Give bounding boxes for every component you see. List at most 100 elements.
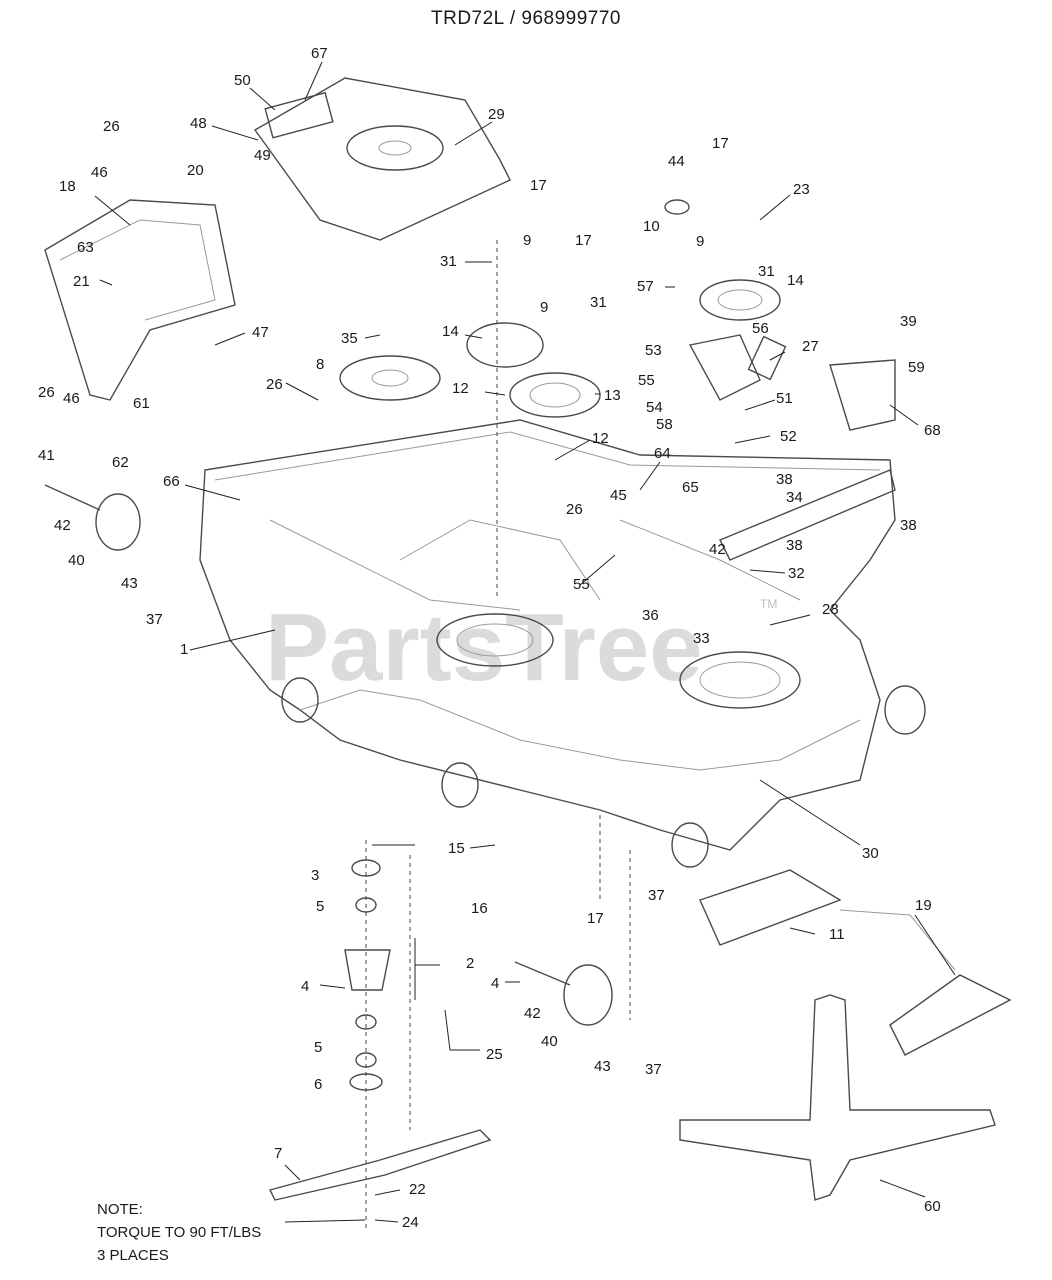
callout: 3 xyxy=(311,867,319,884)
callout: 2 xyxy=(466,955,474,972)
callout: 44 xyxy=(668,153,685,170)
callout: 17 xyxy=(575,232,592,249)
callout: 5 xyxy=(316,898,324,915)
callout: 8 xyxy=(316,356,324,373)
callout: 60 xyxy=(924,1198,941,1215)
callout: 61 xyxy=(133,395,150,412)
callout: 63 xyxy=(77,239,94,256)
callout: 67 xyxy=(311,45,328,62)
callout: 26 xyxy=(566,501,583,518)
callout: 35 xyxy=(341,330,358,347)
callout: 66 xyxy=(163,473,180,490)
callout: 12 xyxy=(452,380,469,397)
callout: 59 xyxy=(908,359,925,376)
callout: 49 xyxy=(254,147,271,164)
callout: 17 xyxy=(587,910,604,927)
callout: 20 xyxy=(187,162,204,179)
note-line: 3 PLACES xyxy=(97,1247,169,1264)
callout: 57 xyxy=(637,278,654,295)
callout: 24 xyxy=(402,1214,419,1231)
callout: 30 xyxy=(862,845,879,862)
callout: 64 xyxy=(654,445,671,462)
callout: 31 xyxy=(440,253,457,270)
torque-note: NOTE: TORQUE TO 90 FT/LBS 3 PLACES xyxy=(97,1198,261,1267)
callout: 38 xyxy=(786,537,803,554)
pulleys xyxy=(339,199,781,418)
callout: 55 xyxy=(573,576,590,593)
callout: 5 xyxy=(314,1039,322,1056)
callout: 23 xyxy=(793,181,810,198)
callout: 55 xyxy=(638,372,655,389)
callout: 43 xyxy=(594,1058,611,1075)
drive-belt xyxy=(679,994,996,1201)
callout: 6 xyxy=(314,1076,322,1093)
callout: 48 xyxy=(190,115,207,132)
callout: 4 xyxy=(491,975,499,992)
callout: 22 xyxy=(409,1181,426,1198)
callout: 42 xyxy=(54,517,71,534)
callout: 19 xyxy=(915,897,932,914)
belt-cover xyxy=(253,77,511,241)
note-line: TORQUE TO 90 FT/LBS xyxy=(97,1224,262,1241)
callout: 21 xyxy=(73,273,90,290)
callout: 26 xyxy=(266,376,283,393)
callout: 33 xyxy=(693,630,710,647)
callout: 56 xyxy=(752,320,769,337)
leader-lines xyxy=(94,61,956,1223)
callout: 18 xyxy=(59,178,76,195)
callout: 28 xyxy=(822,601,839,618)
callout: 10 xyxy=(643,218,660,235)
callout: 41 xyxy=(38,447,55,464)
gauge-wheel-left xyxy=(44,484,141,551)
callout: 50 xyxy=(234,72,251,89)
callout: 46 xyxy=(63,390,80,407)
callout: 11 xyxy=(829,926,845,943)
gauge-wheel-bottom xyxy=(514,961,613,1026)
watermark: PartsTree xyxy=(265,594,703,701)
callout: 31 xyxy=(758,263,775,280)
callout: 13 xyxy=(604,387,621,404)
callout: 54 xyxy=(646,399,663,416)
callout-labels: 67 50 48 49 29 26 46 20 18 63 21 26 46 4… xyxy=(38,45,941,1231)
callout: 14 xyxy=(442,323,459,340)
callout: 51 xyxy=(776,390,793,407)
callout: 38 xyxy=(776,471,793,488)
callout: 16 xyxy=(471,900,488,917)
callout: 1 xyxy=(180,641,188,658)
callout: 17 xyxy=(530,177,547,194)
callout: 12 xyxy=(592,430,609,447)
callout: 29 xyxy=(488,106,505,123)
callout: 42 xyxy=(709,541,726,558)
callout: 46 xyxy=(91,164,108,181)
callout: 9 xyxy=(540,299,548,316)
callout: 62 xyxy=(112,454,129,471)
callout: 9 xyxy=(523,232,531,249)
callout: 47 xyxy=(252,324,269,341)
callout: 39 xyxy=(900,313,917,330)
callout: 15 xyxy=(448,840,465,857)
callout: 34 xyxy=(786,489,803,506)
callout: 7 xyxy=(274,1145,282,1162)
callout: 17 xyxy=(712,135,729,152)
callout: 37 xyxy=(648,887,665,904)
callout: 65 xyxy=(682,479,699,496)
anti-scalp-bracket xyxy=(699,869,1012,1056)
callout: 58 xyxy=(656,416,673,433)
callout: 14 xyxy=(787,272,804,289)
callout: 32 xyxy=(788,565,805,582)
callout: 68 xyxy=(924,422,941,439)
callout: 43 xyxy=(121,575,138,592)
blade xyxy=(268,1129,492,1201)
callout: 37 xyxy=(645,1061,662,1078)
note-heading: NOTE: xyxy=(97,1201,143,1218)
diagram-title: TRD72L / 968999770 xyxy=(431,8,621,29)
idler-assembly xyxy=(688,334,896,561)
callout: 38 xyxy=(900,517,917,534)
callout: 9 xyxy=(696,233,704,250)
callout: 40 xyxy=(541,1033,558,1050)
callout: 45 xyxy=(610,487,627,504)
callout: 37 xyxy=(146,611,163,628)
watermark-tm: TM xyxy=(760,597,777,611)
callout: 25 xyxy=(486,1046,503,1063)
